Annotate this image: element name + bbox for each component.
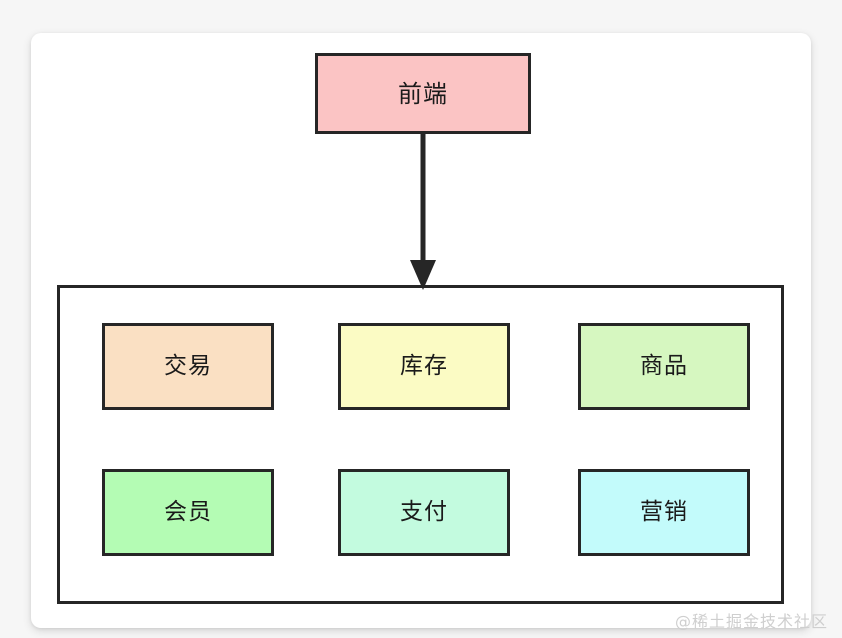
backend-services-container: 交易 库存 商品 会员 支付 营销 <box>57 285 784 604</box>
frontend-node[interactable]: 前端 <box>315 53 531 134</box>
service-node-marketing[interactable]: 营销 <box>578 469 750 556</box>
service-node-member[interactable]: 会员 <box>102 469 274 556</box>
service-node-label: 商品 <box>640 353 688 379</box>
service-node-label: 库存 <box>400 353 448 379</box>
service-node-label: 营销 <box>640 499 688 525</box>
service-grid: 交易 库存 商品 会员 支付 营销 <box>60 288 781 601</box>
diagram-card: 前端 交易 库存 商品 会员 支付 营销 <box>31 33 811 628</box>
watermark: @稀土掘金技术社区 <box>674 612 828 631</box>
frontend-node-label: 前端 <box>398 79 448 108</box>
service-node-product[interactable]: 商品 <box>578 323 750 410</box>
service-node-inventory[interactable]: 库存 <box>338 323 510 410</box>
service-node-trade[interactable]: 交易 <box>102 323 274 410</box>
service-node-label: 会员 <box>164 499 212 525</box>
service-node-label: 支付 <box>400 499 448 525</box>
service-node-payment[interactable]: 支付 <box>338 469 510 556</box>
service-node-label: 交易 <box>164 353 212 379</box>
